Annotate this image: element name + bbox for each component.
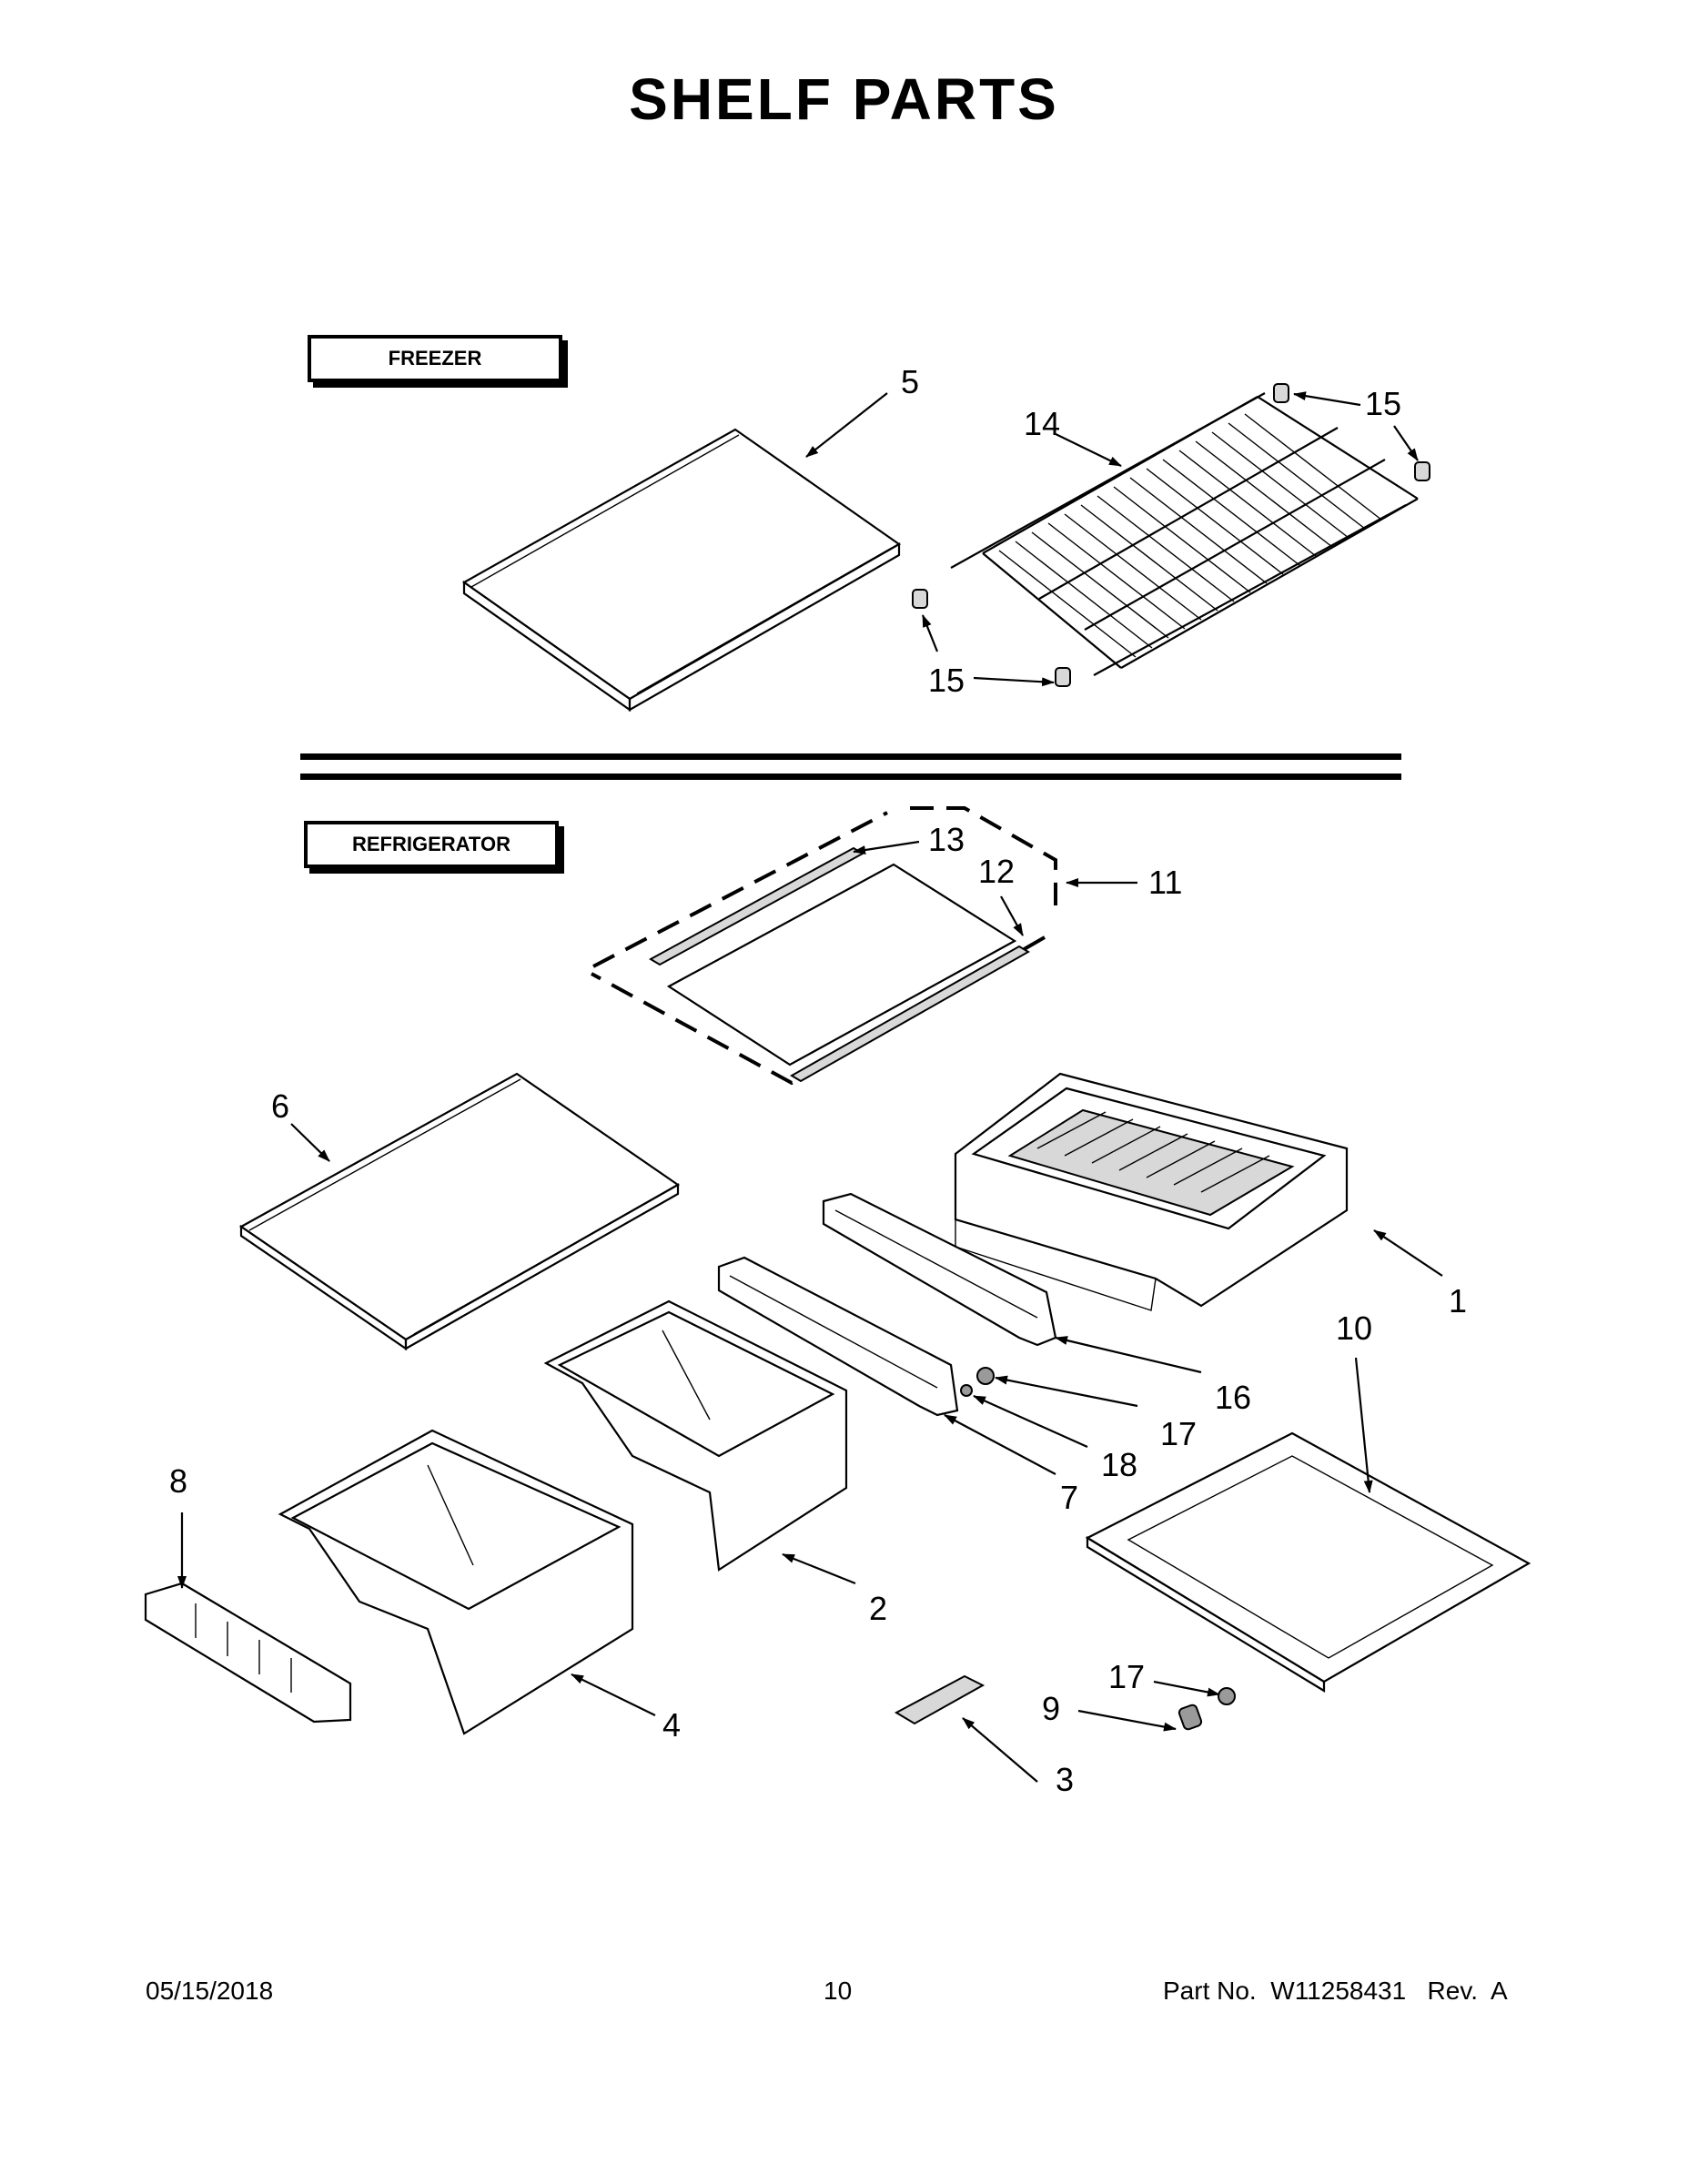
- page-title: SHELF PARTS: [629, 66, 1059, 132]
- shelf-end-cap-part: [912, 383, 1430, 687]
- crisper-drawer-part-4: [278, 1429, 634, 1735]
- callout-9: 9: [1042, 1690, 1060, 1727]
- callout-6: 6: [271, 1087, 289, 1125]
- callout-7: 7: [1060, 1479, 1078, 1516]
- callout-4: 4: [662, 1706, 681, 1744]
- callout-2: 2: [869, 1590, 887, 1627]
- callout-3: 3: [1056, 1761, 1074, 1798]
- drawer-rail-part-16: [822, 1192, 1057, 1347]
- callout-8: 8: [169, 1462, 187, 1500]
- callout-15-bottom: 15: [928, 662, 965, 699]
- clip-part-3: [894, 1674, 986, 1725]
- callout-17-lower: 17: [1108, 1658, 1145, 1695]
- drawer-divider-part-8: [144, 1582, 352, 1724]
- freezer-wire-shelf-part: [950, 392, 1419, 676]
- footer-date: 05/15/2018: [146, 1977, 274, 2005]
- drawer-rail-part-7: [717, 1256, 959, 1417]
- callout-18: 18: [1101, 1446, 1137, 1483]
- drawer-cover-part-10: [1085, 1431, 1531, 1693]
- callout-labels: 5 14 15 15 13 12 11 6 1 10 16 17 18 7 8 …: [169, 363, 1467, 1798]
- callout-5: 5: [901, 363, 919, 400]
- callout-10: 10: [1336, 1309, 1372, 1347]
- crisper-drawer-part-2: [543, 1299, 848, 1572]
- callout-14: 14: [1024, 405, 1060, 442]
- section-divider: [300, 753, 1401, 780]
- callout-17-upper: 17: [1160, 1415, 1197, 1452]
- callout-15-top: 15: [1365, 385, 1401, 422]
- refrigerator-label-text: REFRIGERATOR: [352, 833, 510, 855]
- callout-16: 16: [1215, 1379, 1251, 1416]
- refrigerator-section-label: REFRIGERATOR: [304, 821, 559, 868]
- freezer-section-label: FREEZER: [308, 335, 562, 382]
- callout-11: 11: [1148, 864, 1182, 901]
- refrigerator-glass-shelf-part-6: [238, 1072, 681, 1351]
- footer-part-number: Part No. W11258431 Rev. A: [1163, 1977, 1508, 2005]
- callout-13: 13: [928, 821, 965, 858]
- freezer-glass-shelf-part: [461, 428, 902, 713]
- callout-1: 1: [1449, 1282, 1467, 1320]
- callout-12: 12: [978, 853, 1015, 890]
- deli-drawer-part: [954, 1072, 1349, 1311]
- freezer-label-text: FREEZER: [388, 347, 482, 369]
- shelf-assembly-bracket: [591, 806, 1057, 1086]
- refrigerator-glass-shelf-part: [648, 846, 1030, 1083]
- leader-lines: [177, 391, 1443, 1783]
- footer-page-number: 10: [824, 1977, 853, 2005]
